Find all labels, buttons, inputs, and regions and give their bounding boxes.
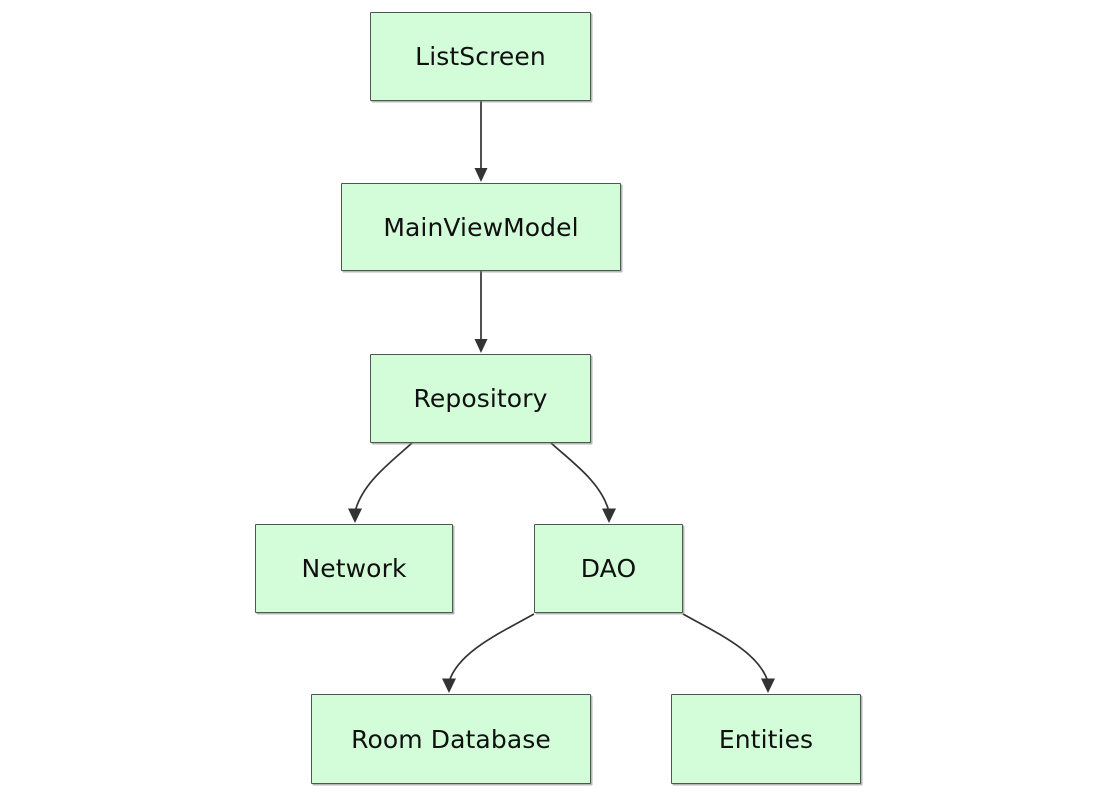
edge-dao-to-entities xyxy=(682,613,775,693)
node-label-dao: DAO xyxy=(580,554,637,583)
node-dao[interactable]: DAO xyxy=(534,524,683,613)
edge-mainviewmodel-to-repository xyxy=(474,271,488,353)
node-label-room-database: Room Database xyxy=(351,724,551,754)
node-label-mainviewmodel: MainViewModel xyxy=(383,212,579,242)
node-entities[interactable]: Entities xyxy=(671,694,861,784)
edge-listscreen-to-mainviewmodel xyxy=(474,101,488,182)
node-label-network: Network xyxy=(301,554,407,583)
edge-dao-to-roomdatabase xyxy=(442,613,535,693)
node-label-repository: Repository xyxy=(413,384,548,413)
node-mainviewmodel[interactable]: MainViewModel xyxy=(341,183,621,271)
node-label-entities: Entities xyxy=(718,724,814,754)
edge-repository-to-dao xyxy=(550,442,616,523)
node-listscreen[interactable]: ListScreen xyxy=(370,12,591,101)
edge-repository-to-network xyxy=(348,442,413,523)
node-network[interactable]: Network xyxy=(255,524,453,613)
node-repository[interactable]: Repository xyxy=(370,354,591,443)
node-label-listscreen: ListScreen xyxy=(415,42,546,71)
node-room-database[interactable]: Room Database xyxy=(311,694,591,784)
